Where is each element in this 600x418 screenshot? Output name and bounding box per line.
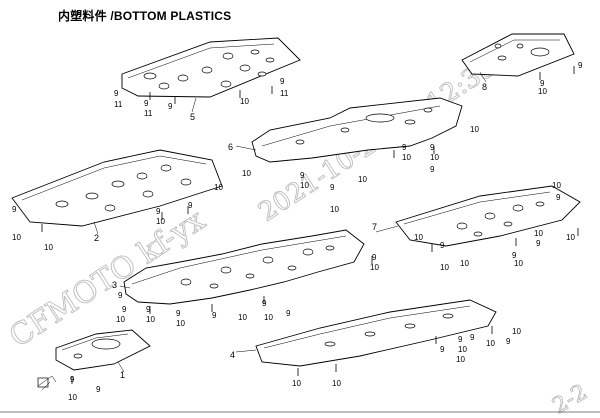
part-label-1: 1 [120,370,125,380]
part-5-panel [121,37,301,98]
callout-9: 9 [536,239,541,248]
callout-10: 10 [156,217,165,226]
callout-10: 10 [44,243,53,252]
callout-10: 10 [460,259,469,268]
callout-9: 9 [262,299,267,308]
callout-9: 9 [156,207,161,216]
part-2-panel [11,149,223,227]
callout-10: 10 [440,263,449,272]
callout-10: 10 [538,87,547,96]
callout-9: 9 [470,333,475,342]
callout-11: 11 [280,89,289,98]
callout-10: 10 [552,181,561,190]
part-6-panel [251,97,463,163]
part-3-panel [123,229,365,305]
callout-9: 9 [430,165,435,174]
callout-9: 9 [458,335,463,344]
callout-10: 10 [470,125,479,134]
callout-9: 9 [506,337,511,346]
callout-10: 10 [458,345,467,354]
callout-10: 10 [116,315,125,324]
part-7-panel [395,185,581,247]
part-label-8: 8 [482,82,487,92]
callout-10: 10 [68,393,77,402]
part-8-panel [461,33,575,77]
callout-10: 10 [146,315,155,324]
callout-9: 9 [372,253,377,262]
callout-10: 10 [534,229,543,238]
callout-9: 9 [556,193,561,202]
leader-lines [93,71,487,373]
callout-9: 9 [118,291,123,300]
callout-10: 10 [176,319,185,328]
callout-9: 9 [176,309,181,318]
callout-10: 10 [402,153,411,162]
callout-11: 11 [144,109,153,118]
callout-10: 10 [486,339,495,348]
callout-9: 9 [440,241,445,250]
callout-10: 10 [512,327,521,336]
callout-9: 9 [430,143,435,152]
callout-9: 9 [12,205,17,214]
callout-9: 9 [96,385,101,394]
callout-9: 9 [114,89,119,98]
callout-9: 9 [402,143,407,152]
callout-10: 10 [264,313,273,322]
part-4-panel [255,299,497,367]
part-label-6: 6 [228,142,233,152]
part-label-4: 4 [230,350,235,360]
callout-9: 9 [122,305,127,314]
part-labels: 5 8 6 2 7 3 4 1 [94,82,487,380]
callout-10: 10 [242,169,251,178]
callout-10: 10 [414,233,423,242]
callout-10: 10 [240,97,249,106]
part-label-2: 2 [94,233,99,243]
callout-9: 9 [300,171,305,180]
callout-9: 9 [512,251,517,260]
callout-10: 10 [12,233,21,242]
watermark-corner: 2-2 [549,380,592,418]
diagram-title: 内塑料件 /BOTTOM PLASTICS [58,9,232,23]
callout-9: 9 [540,79,545,88]
callout-9: 9 [440,345,445,354]
fastener-callouts: 9 11 9 11 9 10 9 11 9 10 9 10 9 10 9 10 … [12,61,583,402]
callout-10: 10 [370,263,379,272]
callout-9: 9 [188,201,193,210]
callout-10: 10 [300,181,309,190]
part-label-5: 5 [190,112,195,122]
callout-10: 10 [358,175,367,184]
callout-10: 10 [430,153,439,162]
callout-10: 10 [514,259,523,268]
callout-11: 11 [114,100,123,109]
callout-10: 10 [292,379,301,388]
callout-9: 9 [286,309,291,318]
callout-10: 10 [332,379,341,388]
callout-9: 9 [70,375,75,384]
callout-10: 10 [238,313,247,322]
callout-10: 10 [456,355,465,364]
callout-9: 9 [168,102,173,111]
part-1-panel [37,329,151,391]
callout-9: 9 [144,99,149,108]
fastener-glyphs [41,66,579,384]
callout-9: 9 [330,183,335,192]
callout-9: 9 [578,61,583,70]
part-label-3: 3 [112,280,117,290]
callout-9: 9 [280,77,285,86]
part-label-7: 7 [372,222,377,232]
callout-9: 9 [146,305,151,314]
callout-10: 10 [214,183,223,192]
callout-10: 10 [566,233,575,242]
callout-9: 9 [212,311,217,320]
callout-10: 10 [330,205,339,214]
